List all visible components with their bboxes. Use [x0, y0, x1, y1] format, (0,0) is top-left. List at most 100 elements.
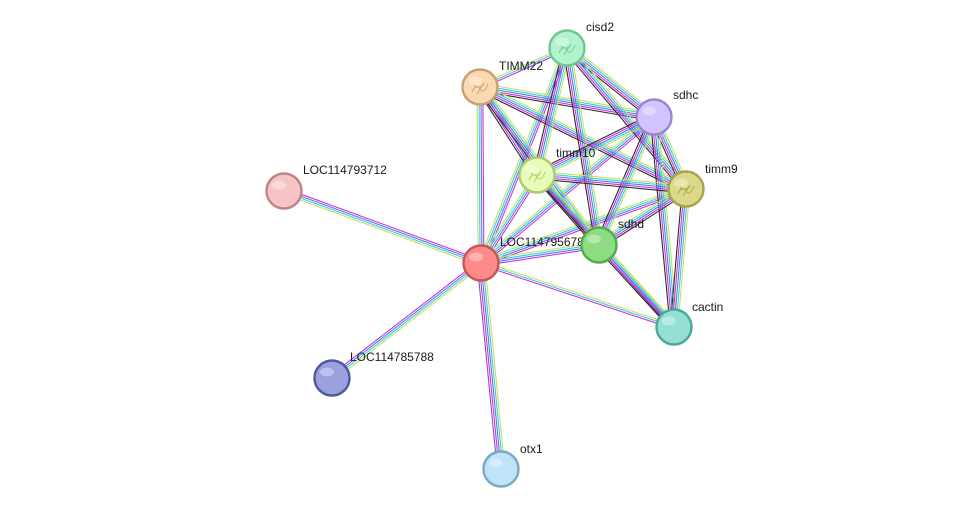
edge-channel-cyan [537, 118, 656, 178]
edge-channel-magenta [482, 118, 657, 266]
node-label: timm9 [705, 162, 738, 176]
edge-channel-cyan [538, 47, 570, 176]
node-LOC114793712[interactable]: LOC114793712 [265, 163, 388, 210]
edge-channel-yellow [484, 262, 506, 470]
node-cisd2[interactable]: cisd2 [548, 20, 615, 67]
edge-channel-cyan [480, 84, 688, 188]
edge-cisd2-timm10[interactable] [532, 46, 572, 177]
edge-channel-black [534, 113, 653, 173]
edge-LOC114795678-cactin[interactable] [479, 260, 676, 330]
edge-LOC114795678-LOC114785788[interactable] [329, 260, 484, 381]
node-TIMM22[interactable]: TIMM22 [461, 59, 544, 106]
edge-LOC114795678-otx1[interactable] [476, 262, 506, 470]
edge-LOC114795678-sdhd[interactable] [480, 241, 600, 267]
edge-LOC114795678-LOC114793712[interactable] [282, 187, 483, 267]
edge-channel-cyan [568, 47, 602, 246]
node-timm10[interactable]: timm10 [518, 146, 596, 194]
edge-channel-yellow [538, 119, 657, 179]
edge-channel-magenta [564, 47, 598, 246]
edge-channel-yellow [536, 170, 687, 186]
node-highlight [320, 367, 334, 377]
edge-cisd2-timm9[interactable] [563, 44, 690, 193]
node-circle[interactable] [635, 98, 673, 136]
edge-channel-magenta [535, 114, 654, 174]
edge-channel-black [532, 46, 564, 175]
edge-channel-cyan [480, 262, 675, 328]
node-circle[interactable] [482, 450, 520, 488]
node-highlight [587, 234, 601, 244]
edge-channel-magenta [480, 247, 600, 267]
edge-channel-blue [481, 117, 656, 265]
edge-channel-magenta [596, 115, 653, 245]
node-circle[interactable] [580, 226, 618, 264]
edge-LOC114795678-TIMM22[interactable] [476, 86, 485, 264]
node-LOC114795678[interactable]: LOC114795678 [462, 235, 585, 282]
edge-channel-yellow [480, 82, 656, 114]
edge-channel-cyan [479, 115, 654, 263]
node-highlight [525, 164, 539, 174]
edge-channel-blue [653, 116, 675, 328]
edge-channel-blue [479, 86, 655, 118]
node-highlight [642, 106, 656, 116]
edge-channel-yellow [569, 44, 690, 188]
edge-LOC114795678-sdhc[interactable] [478, 114, 657, 266]
edge-channel-magenta [329, 260, 480, 377]
node-circle[interactable] [265, 172, 303, 210]
node-circle[interactable] [655, 308, 693, 346]
node-circle[interactable] [313, 359, 351, 397]
edge-channel-magenta [651, 116, 673, 328]
edge-channel-yellow [601, 117, 659, 248]
node-label: otx1 [520, 442, 543, 456]
edge-channel-black [595, 247, 672, 331]
edge-channel-blue [480, 245, 600, 265]
edge-channel-blue [330, 261, 481, 378]
node-LOC114785788[interactable]: LOC114785788 [313, 350, 435, 397]
edge-channel-yellow [282, 193, 481, 267]
edge-channel-magenta [564, 48, 686, 191]
node-highlight [468, 76, 482, 86]
edge-channel-cyan [332, 263, 483, 380]
edge-channel-yellow [333, 264, 484, 381]
edge-channel-yellow [601, 241, 678, 325]
edge-sdhc-timm10[interactable] [534, 113, 657, 179]
edge-channel-yellow [481, 260, 676, 326]
edge-channel-yellow [478, 114, 653, 262]
node-timm9[interactable]: timm9 [667, 162, 738, 208]
edge-channel-black [536, 178, 687, 194]
edge-channel-cyan [655, 116, 677, 328]
edge-channel-purple [476, 262, 498, 470]
node-label: timm10 [556, 146, 596, 160]
edge-channel-cyan [536, 172, 687, 188]
edge-channel-magenta [478, 262, 500, 470]
node-circle[interactable] [462, 244, 500, 282]
edge-channel-magenta [534, 47, 566, 176]
edge-timm9-cactin[interactable] [669, 188, 691, 328]
node-highlight [469, 252, 483, 262]
node-label: LOC114793712 [303, 163, 387, 177]
node-cactin[interactable]: cactin [655, 300, 724, 346]
edge-channel-magenta [482, 86, 485, 264]
edge-sdhc-cactin[interactable] [649, 116, 679, 328]
node-sdhc[interactable]: sdhc [635, 88, 699, 136]
edge-channel-magenta [536, 176, 687, 192]
edge-channel-blue [673, 188, 687, 328]
edge-channel-blue [480, 86, 483, 264]
node-sdhd[interactable]: sdhd [580, 217, 645, 264]
node-label: LOC114785788 [350, 350, 434, 364]
edge-channel-yellow [677, 188, 691, 328]
edge-channel-blue [536, 116, 655, 176]
edge-channel-cyan [567, 46, 689, 189]
edge-timm10-timm9[interactable] [536, 170, 687, 194]
edge-channel-yellow [657, 116, 679, 328]
edge-channel-cyan [675, 188, 689, 328]
node-otx1[interactable]: otx1 [482, 442, 544, 488]
edge-channel-black [669, 188, 683, 328]
edge-channel-yellow [540, 48, 572, 177]
edge-cisd2-sdhd[interactable] [562, 46, 604, 247]
edge-channel-blue [536, 47, 568, 176]
edge-channel-yellow [476, 86, 479, 264]
edge-channel-yellow [568, 44, 657, 115]
edge-channel-cyan [283, 191, 482, 265]
edge-channel-blue [536, 174, 687, 190]
